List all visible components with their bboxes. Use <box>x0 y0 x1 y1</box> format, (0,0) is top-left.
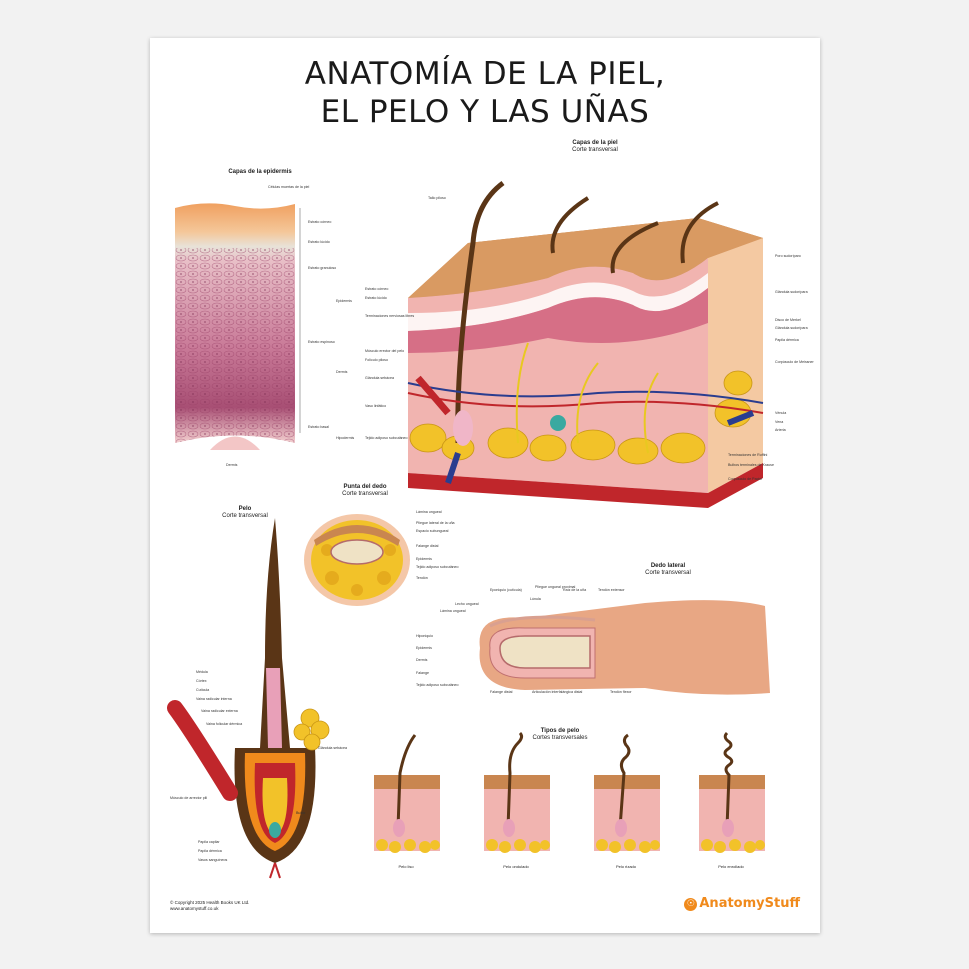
label: Articulación interfalángica distal <box>532 690 583 694</box>
label: Falange distal <box>416 544 439 548</box>
label: Glándula sudorípara <box>775 326 808 330</box>
epidermis-illustration <box>175 203 295 450</box>
label: Bulbos terminales de Krause <box>728 463 774 467</box>
title-line-1: ANATOMÍA DE LA PIEL, <box>304 56 666 92</box>
label: Bulbo <box>296 811 306 815</box>
label: Tejido adiposo subcutáneo <box>365 436 408 440</box>
hair-type-coiled <box>699 731 765 853</box>
hair-type-wavy <box>484 731 550 853</box>
label: Estrato córneo <box>308 220 332 224</box>
label: Estrato lúcido <box>308 240 330 244</box>
label: Epidermis <box>416 557 432 561</box>
label: Vena <box>775 420 784 424</box>
label: Falange distal <box>490 690 513 694</box>
hair-type-curly <box>594 733 660 853</box>
label: Músculo erector del pelo <box>365 349 405 353</box>
label: Estrato córneo <box>365 287 389 291</box>
poster: ANATOMÍA DE LA PIEL, EL PELO Y LAS UÑAS … <box>150 38 820 933</box>
label: Lámina ungueal <box>416 510 442 514</box>
label: Tendón <box>416 576 428 580</box>
label: Tejido adiposo subcutáneo <box>416 683 459 687</box>
label: Estrato basal <box>308 425 329 429</box>
hair-type-label: Pelo ondulado <box>503 864 529 869</box>
label: Córtex <box>196 679 207 683</box>
label: Lecho ungueal <box>455 602 479 606</box>
label: Papila dérmica <box>198 849 222 853</box>
label: Papila dérmica <box>775 338 799 342</box>
hair-type-label: Pelo enrollado <box>718 864 744 869</box>
fingertip-illustration <box>304 514 410 606</box>
label: Corpúsculo de Meissner <box>775 360 814 364</box>
finger-illustration <box>479 600 770 695</box>
title-line-2: EL PELO Y LAS UÑAS <box>320 94 650 130</box>
label: Lúnula <box>530 597 541 601</box>
label: Pliegue lateral de la uña <box>416 521 455 525</box>
label: Vaina radicular externa <box>201 709 238 713</box>
label: Terminaciones nerviosas libres <box>365 314 415 318</box>
label: Vasos sanguíneos <box>198 858 228 862</box>
hair-type-straight <box>374 734 440 853</box>
epidermis-bracket <box>299 208 301 433</box>
label: Vaina folicular dérmica <box>206 722 243 726</box>
label: Vaso linfático <box>365 404 387 408</box>
label: Glándula sebácea <box>365 376 394 380</box>
label: Terminaciones de Ruffini <box>728 453 768 457</box>
label: Vaina radicular interna <box>196 697 232 701</box>
brand-logo: ☉AnatomyStuff <box>684 896 800 911</box>
label: Tallo piloso <box>428 196 446 200</box>
label: Células muertas de la piel <box>268 185 310 189</box>
label: Hiponiquio <box>416 634 433 638</box>
label: Dermis <box>226 463 238 467</box>
epidermis-heading: Capas de la epidermis <box>228 169 292 175</box>
footer-url: www.anatomystuff.co.uk <box>170 906 219 911</box>
label: Músculo de arrector pili <box>170 796 208 800</box>
label: Estrato espinoso <box>308 340 335 344</box>
label: Estrato lúcido <box>365 296 387 300</box>
hair-illustration <box>167 518 330 879</box>
label: Falange <box>416 671 429 675</box>
label: Epidermis <box>416 646 432 650</box>
label: Glándula sebácea <box>318 746 347 750</box>
label: Folículo piloso <box>365 358 388 362</box>
label: Lámina ungueal <box>440 609 466 613</box>
label: Epidermis <box>336 299 352 303</box>
footer: © Copyright 2025 Health Books UK Ltd. ww… <box>170 900 249 912</box>
label: Disco de Merkel <box>775 318 801 322</box>
label: Dermis <box>336 370 348 374</box>
figure-icon: ☉ <box>684 898 698 911</box>
label: Eponiquio (cutícula) <box>490 588 522 592</box>
label: Médula <box>196 670 208 674</box>
hair-type-label: Pelo liso <box>398 864 414 869</box>
label: Arteria <box>775 428 786 432</box>
brand-name: AnatomyStuff <box>699 896 800 911</box>
skin-block-illustration <box>407 180 764 508</box>
label: Vénula <box>775 411 787 415</box>
label: Tendón flexor <box>610 690 632 694</box>
label: Tendón extensor <box>598 588 625 592</box>
label: Cutícula <box>196 688 210 692</box>
copyright: © Copyright 2025 Health Books UK Ltd. <box>170 900 250 905</box>
label: Papila capilar <box>198 840 220 844</box>
label: Corpúsculo de Pacini <box>728 477 762 481</box>
label: Poro sudoríparo <box>775 254 801 258</box>
label: Estrato granuloso <box>308 266 337 270</box>
label: Dermis <box>416 658 428 662</box>
label: Hipodermis <box>336 436 355 440</box>
label: Espacio subungueal <box>416 529 449 533</box>
hair-type-label: Pelo rizado <box>615 864 636 869</box>
label: Raíz de la uña <box>563 588 587 592</box>
label: Tejido adiposo subcutáneo <box>416 565 459 569</box>
label: Glándula sudorípara <box>775 290 808 294</box>
label: Pliegue ungueal proximal <box>535 585 576 589</box>
